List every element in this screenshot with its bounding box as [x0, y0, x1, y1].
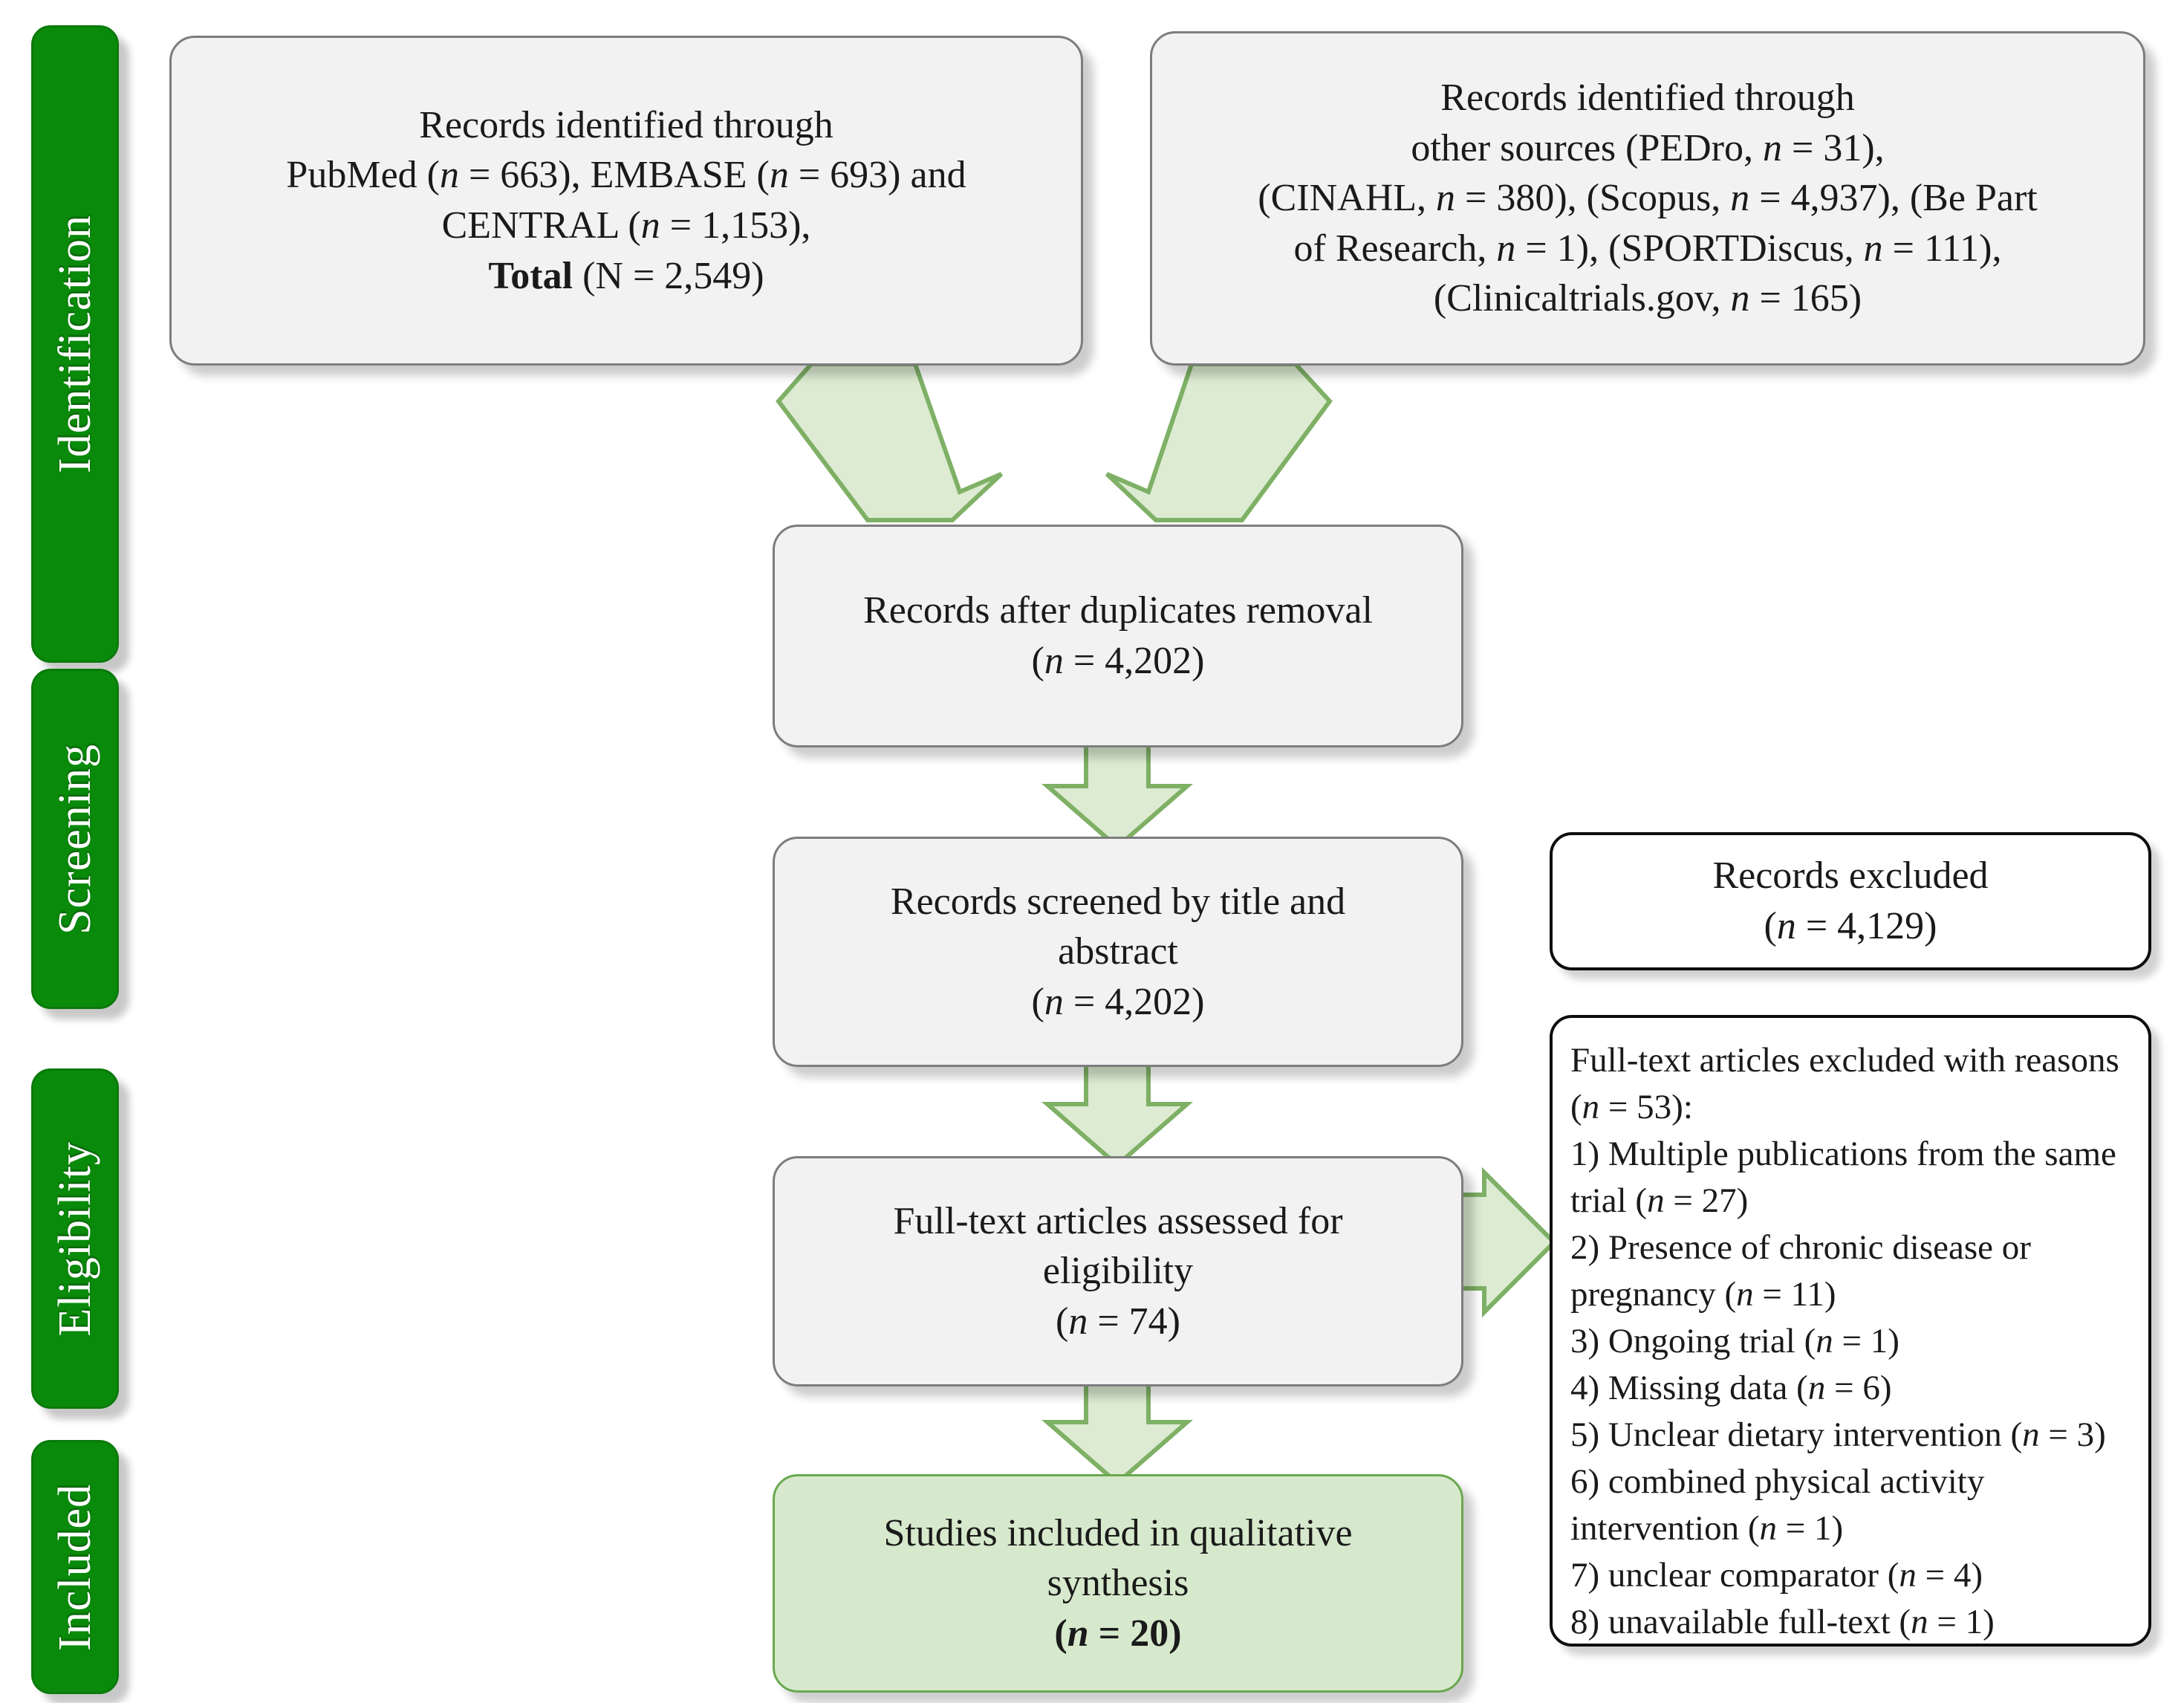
records-excluded-line-1: Records excluded	[1712, 854, 1989, 898]
arrow-databases-to-duplicates	[776, 362, 1004, 522]
reason-4: 4) Missing data (n = 6)	[1570, 1368, 1892, 1407]
included-line-1: Studies included in qualitative	[883, 1511, 1353, 1554]
reason-6-line-2: intervention (n = 1)	[1570, 1508, 1844, 1548]
screened-count: (n = 4,202)	[1031, 980, 1205, 1023]
box-fulltext-assessed-for-eligibility: Full-text articles assessed for eligibil…	[773, 1156, 1463, 1386]
box-records-after-duplicates-removal: Records after duplicates removal (n = 4,…	[773, 525, 1463, 747]
reason-3: 3) Ongoing trial (n = 1)	[1570, 1321, 1899, 1360]
reason-1-line-2: trial (n = 27)	[1570, 1181, 1749, 1220]
screened-line-2: abstract	[1058, 930, 1178, 973]
identified-other-line-1: Records identified through	[1440, 77, 1855, 120]
identified-other-line-5: (Clinicaltrials.gov, n = 165)	[1433, 277, 1862, 320]
reason-1-line-1: 1) Multiple publications from the same	[1570, 1134, 2116, 1173]
reason-8: 8) unavailable full-text (n = 1)	[1570, 1602, 1995, 1641]
phase-bar-identification: Identification	[31, 25, 119, 663]
after-duplicates-line-1: Records after duplicates removal	[863, 589, 1373, 632]
arrow-other-sources-to-duplicates	[1105, 362, 1333, 522]
screened-line-1: Records screened by title and	[890, 880, 1346, 923]
identified-other-line-4: of Research, n = 1), (SPORTDiscus, n = 1…	[1293, 227, 2002, 270]
identified-databases-line-4-total: Total (N = 2,549)	[488, 254, 764, 297]
reasons-header-count: (n = 53):	[1570, 1087, 1693, 1126]
after-duplicates-count: (n = 4,202)	[1031, 640, 1205, 682]
phase-label-included: Included	[49, 1483, 100, 1651]
reason-2-line-2: pregnancy (n = 11)	[1570, 1274, 1836, 1314]
reason-7: 7) unclear comparator (n = 4)	[1570, 1555, 1983, 1595]
phase-bar-eligibility: Eligibility	[31, 1068, 119, 1409]
fulltext-assessed-line-1: Full-text articles assessed for	[893, 1199, 1343, 1242]
phase-bar-included: Included	[31, 1440, 119, 1694]
identified-databases-line-2: PubMed (n = 663), EMBASE (n = 693) and	[286, 154, 966, 197]
reason-6-line-1: 6) combined physical activity	[1570, 1462, 1985, 1501]
identified-databases-line-1: Records identified through	[419, 103, 833, 146]
box-fulltext-excluded-with-reasons: Full-text articles excluded with reasons…	[1550, 1015, 2151, 1647]
reason-5: 5) Unclear dietary intervention (n = 3)	[1570, 1415, 2106, 1454]
identified-other-line-3: (CINAHL, n = 380), (Scopus, n = 4,937), …	[1258, 177, 2038, 220]
arrow-screened-to-fulltext	[1041, 1060, 1194, 1168]
arrow-fulltext-to-included	[1041, 1378, 1194, 1486]
box-records-identified-databases: Records identified through PubMed (n = 6…	[169, 36, 1083, 366]
records-excluded-count: (n = 4,129)	[1764, 905, 1937, 947]
fulltext-assessed-line-2: eligibility	[1042, 1250, 1194, 1293]
phase-label-identification: Identification	[49, 215, 100, 473]
included-line-2: synthesis	[1047, 1562, 1189, 1605]
box-records-identified-other-sources: Records identified through other sources…	[1150, 31, 2145, 366]
fulltext-assessed-count: (n = 74)	[1056, 1300, 1180, 1343]
box-studies-included-qualitative-synthesis: Studies included in qualitative synthesi…	[773, 1474, 1463, 1693]
phase-bar-screening: Screening	[31, 669, 119, 1009]
identified-databases-line-3: CENTRAL (n = 1,153),	[441, 204, 811, 247]
phase-label-screening: Screening	[49, 743, 100, 935]
box-records-excluded: Records excluded (n = 4,129)	[1550, 832, 2151, 970]
arrow-fulltext-to-reasons	[1448, 1167, 1558, 1318]
reasons-header: Full-text articles excluded with reasons	[1570, 1041, 2119, 1080]
box-records-screened: Records screened by title and abstract (…	[773, 837, 1463, 1067]
phase-label-eligibility: Eligibility	[49, 1141, 100, 1337]
included-count: (n = 20)	[1054, 1612, 1182, 1655]
identified-other-line-2: other sources (PEDro, n = 31),	[1411, 126, 1885, 169]
reason-2-line-1: 2) Presence of chronic disease or	[1570, 1227, 2031, 1267]
arrow-duplicates-to-screened	[1041, 742, 1194, 850]
